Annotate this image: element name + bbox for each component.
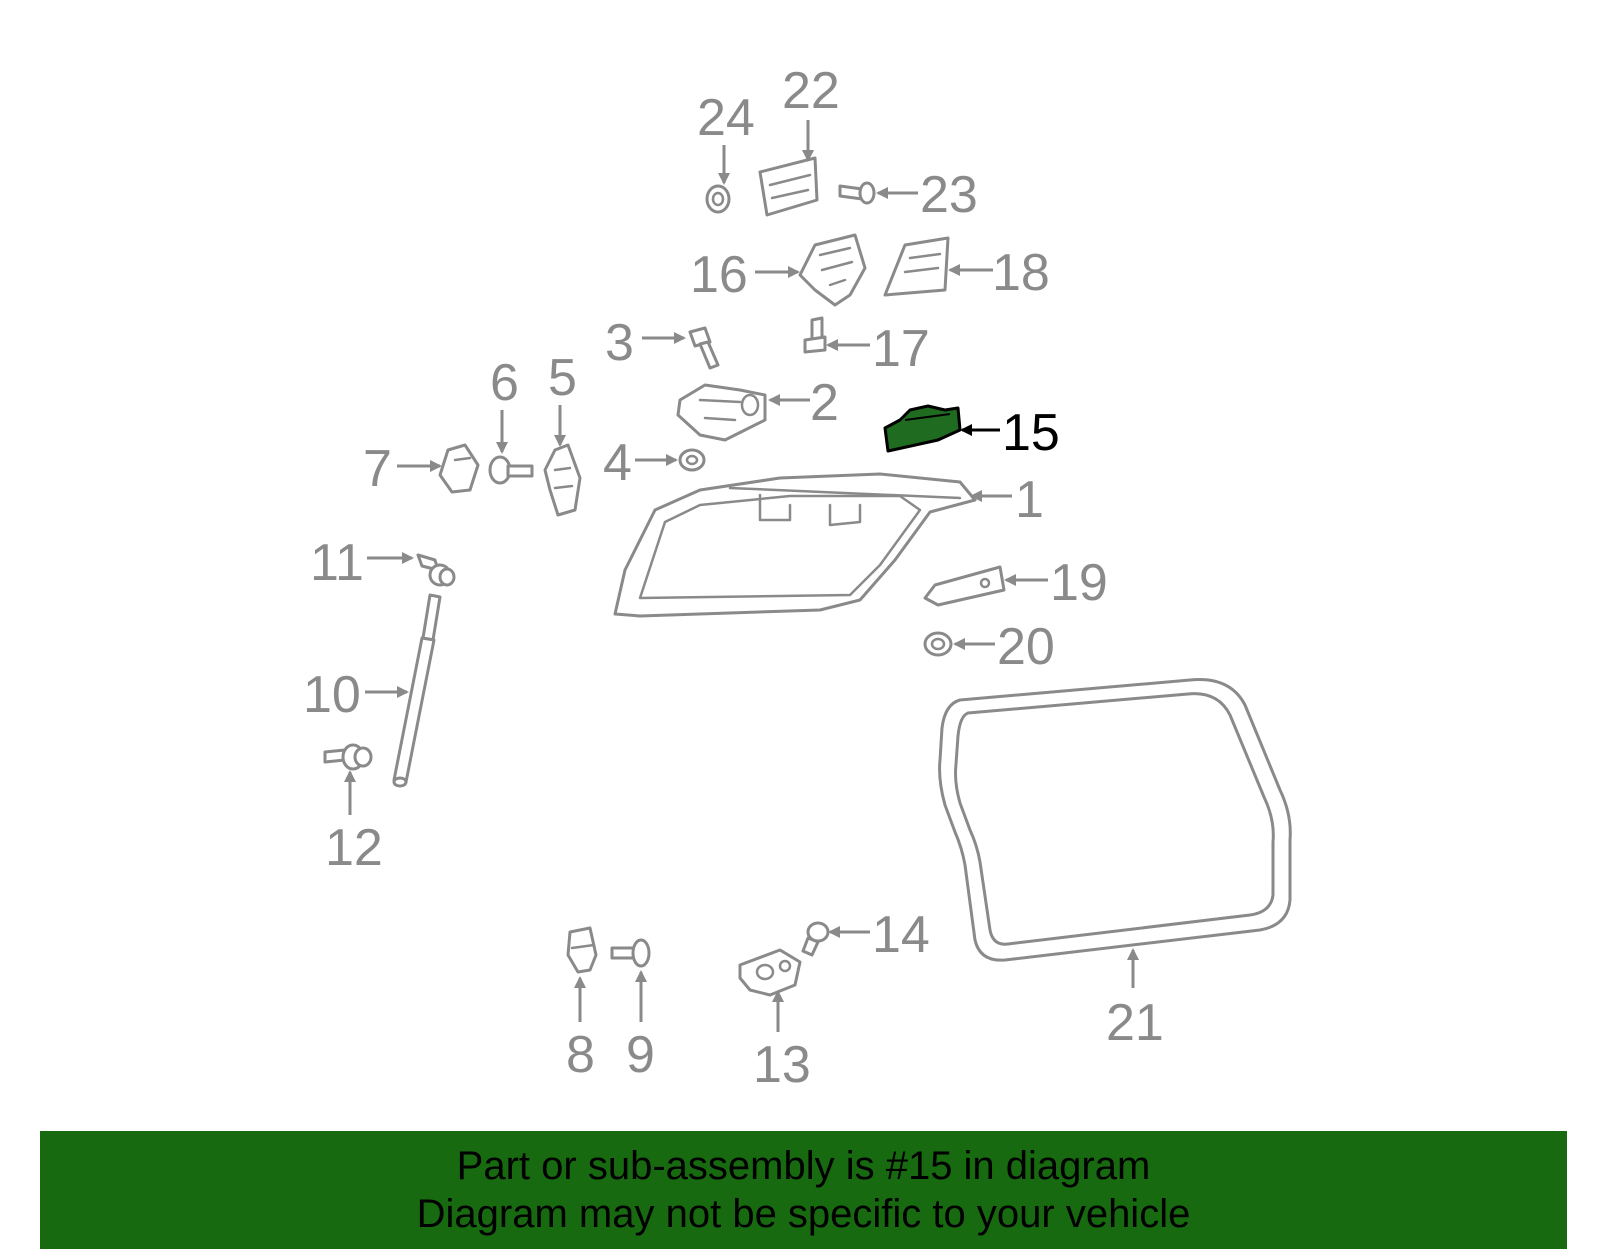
part-23-bolt [838,181,876,205]
callout-2: 2 [810,374,839,432]
part-8-bumper [566,926,598,974]
callout-1: 1 [1015,471,1044,529]
callout-7: 7 [363,440,392,498]
callout-21: 21 [1106,994,1164,1052]
callout-24: 24 [697,89,755,147]
callout-4: 4 [603,434,632,492]
callout-19: 19 [1050,554,1108,612]
callout-6: 6 [490,354,519,412]
part-22-bracket [758,156,819,217]
banner-line-disclaimer: Diagram may not be specific to your vehi… [416,1192,1191,1236]
part-13-striker [738,948,802,997]
callout-15: 15 [1002,404,1060,462]
part-3-bolt [688,326,720,370]
callout-23: 23 [920,166,978,224]
callout-17: 17 [872,320,930,378]
callout-13: 13 [753,1036,811,1094]
callout-3: 3 [605,314,634,372]
part-5-bracket [543,443,582,517]
info-banner: Part or sub-assembly is #15 in diagram D… [40,1131,1567,1249]
callout-9: 9 [626,1026,655,1084]
part-9-bolt [610,938,651,968]
banner-line-part-number: Part or sub-assembly is #15 in diagram [456,1144,1151,1188]
callout-8: 8 [566,1026,595,1084]
part-7-block [438,443,480,494]
part-10-strut [392,593,442,788]
part-2-hinge [676,383,767,442]
part-19-bracket [923,565,1006,607]
callout-22: 22 [782,62,840,120]
callout-20: 20 [997,618,1055,676]
part-12-stud [323,743,373,771]
part-20-nut [923,631,953,657]
parts-diagram: 22 24 23 16 18 17 3 [303,62,1292,1094]
part-17-bolt [803,316,827,354]
part-1-liftgate [613,472,977,618]
part-4-nut [678,448,706,472]
callout-10: 10 [303,666,361,724]
callout-12: 12 [325,819,383,877]
callout-14: 14 [872,906,930,964]
part-21-weatherstrip [938,678,1292,962]
part-6-bolt [488,455,534,485]
part-14-bolt [801,921,830,957]
part-15-bracket-highlighted[interactable] [883,404,962,453]
part-18-cover [883,236,950,297]
part-24-nut [705,184,731,214]
callout-11: 11 [310,534,364,592]
callout-16: 16 [690,246,748,304]
callout-5: 5 [548,349,577,407]
part-11-stud [416,553,456,587]
callout-18: 18 [992,244,1050,302]
part-16-latch [798,233,867,307]
